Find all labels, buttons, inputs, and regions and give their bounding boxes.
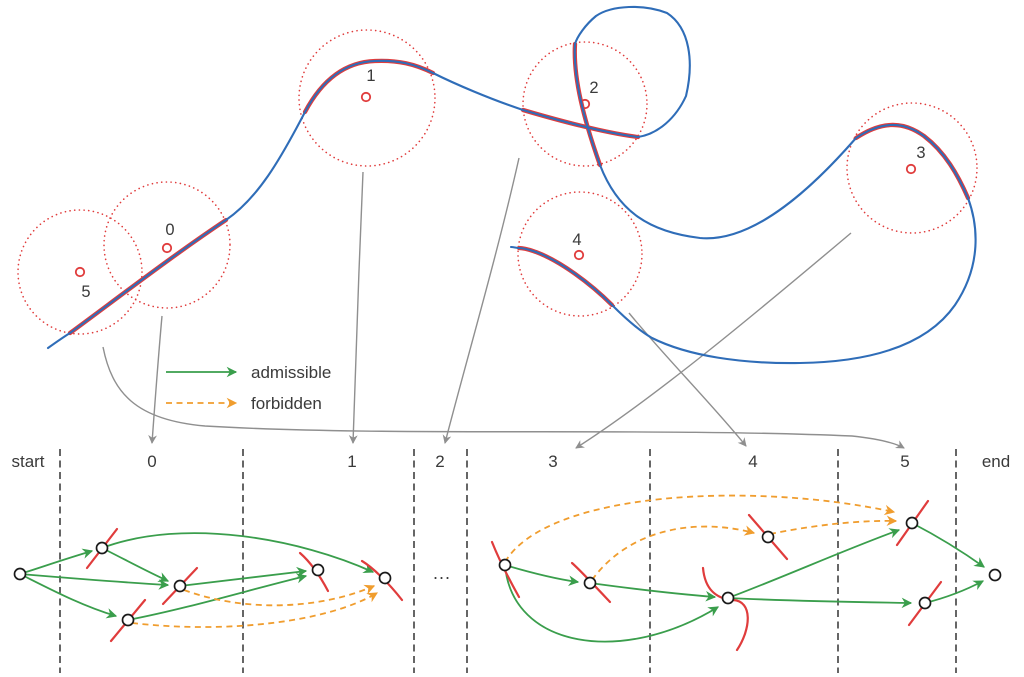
forbidden-edges xyxy=(131,494,898,628)
graph-node-3a xyxy=(498,558,512,572)
waypoint-label-3: 3 xyxy=(916,144,925,162)
mapping-arrow-w0 xyxy=(148,315,163,444)
graph-node-0b xyxy=(173,579,187,593)
column-label-4: 4 xyxy=(748,452,757,471)
mapping-arrow-w3 xyxy=(575,232,852,449)
waypoint-region-3 xyxy=(846,102,978,234)
node-tangents xyxy=(85,499,943,652)
admissible-edges xyxy=(19,522,985,643)
column-separators xyxy=(59,449,957,673)
graph-node-0a xyxy=(95,541,109,555)
waypoint-center-marker-0 xyxy=(161,242,173,254)
mapping-arrows xyxy=(102,157,905,449)
mapping-arrow-w2 xyxy=(442,157,520,444)
waypoint-center-marker-3 xyxy=(905,163,917,175)
node-tangent xyxy=(701,566,749,652)
waypoint-circles xyxy=(17,29,978,335)
column-label-2: 2 xyxy=(435,452,444,471)
admissible-edge xyxy=(727,528,901,599)
waypoint-region-4 xyxy=(517,191,643,317)
legend-forbidden-label: forbidden xyxy=(251,394,322,413)
column-label-0: 0 xyxy=(147,452,156,471)
admissible-edge xyxy=(504,564,719,643)
waypoint-center-marker-5 xyxy=(74,266,86,278)
admissible-edge xyxy=(179,566,308,587)
forbidden-edge xyxy=(769,515,898,535)
mapping-arrow-w1 xyxy=(348,171,364,444)
waypoint-label-2: 2 xyxy=(589,79,598,97)
waypoint-region-5 xyxy=(17,209,143,335)
column-label-start: start xyxy=(11,452,44,471)
graph-node-1b xyxy=(378,571,392,585)
admissible-edge xyxy=(101,532,375,573)
graph-node-end xyxy=(988,568,1002,582)
graph-node-0c xyxy=(121,613,135,627)
ellipsis-label: ... xyxy=(433,563,451,583)
forbidden-edge xyxy=(504,494,896,563)
trajectory-path xyxy=(46,5,977,365)
graph-node-start xyxy=(13,567,27,581)
waypoint-label-1: 1 xyxy=(366,67,375,85)
admissible-edge xyxy=(589,582,717,602)
waypoint-label-5: 5 xyxy=(81,283,90,301)
legend-admissible-label: admissible xyxy=(251,363,331,382)
trajectory-highlights xyxy=(67,41,971,336)
graph-node-5a xyxy=(905,516,919,530)
admissible-edge xyxy=(727,597,913,609)
admissible-edge xyxy=(504,564,580,586)
column-labels: start 0 1 2 3 4 5 end ... xyxy=(11,452,1010,583)
forbidden-edge xyxy=(183,584,376,607)
graph-node-4a xyxy=(721,591,735,605)
graph-node-3b xyxy=(583,576,597,590)
admissible-edge xyxy=(911,522,985,568)
admissible-edge xyxy=(101,547,170,582)
waypoint-labels: 0 1 2 3 4 5 xyxy=(81,67,925,301)
column-label-end: end xyxy=(982,452,1010,471)
trajectory-highlight-w3 xyxy=(853,122,971,201)
graph-node-1a xyxy=(311,563,325,577)
trajectory-highlight-w4 xyxy=(516,245,615,308)
waypoint-label-4: 4 xyxy=(572,231,581,249)
admissible-edge xyxy=(19,573,170,590)
admissible-edge xyxy=(19,548,94,575)
waypoint-label-0: 0 xyxy=(165,221,174,239)
admissible-edge xyxy=(19,573,118,619)
legend: admissible forbidden xyxy=(166,363,331,413)
forbidden-edge xyxy=(591,525,756,581)
waypoint-region-1 xyxy=(298,29,436,167)
admissible-edge xyxy=(127,573,308,621)
column-label-1: 1 xyxy=(347,452,356,471)
waypoint-center-marker-1 xyxy=(360,91,372,103)
mapping-arrow-w4 xyxy=(628,312,747,447)
graph-node-5b xyxy=(918,596,932,610)
graph-nodes xyxy=(13,516,1002,627)
mapping-arrow-w5 xyxy=(102,346,905,449)
column-label-3: 3 xyxy=(548,452,557,471)
waypoint-region-0 xyxy=(103,181,231,309)
graph-node-4b xyxy=(761,530,775,544)
waypoint-region-2 xyxy=(522,41,648,167)
forbidden-edge xyxy=(131,592,379,628)
column-label-5: 5 xyxy=(900,452,909,471)
waypoint-center-marker-4 xyxy=(573,249,585,261)
